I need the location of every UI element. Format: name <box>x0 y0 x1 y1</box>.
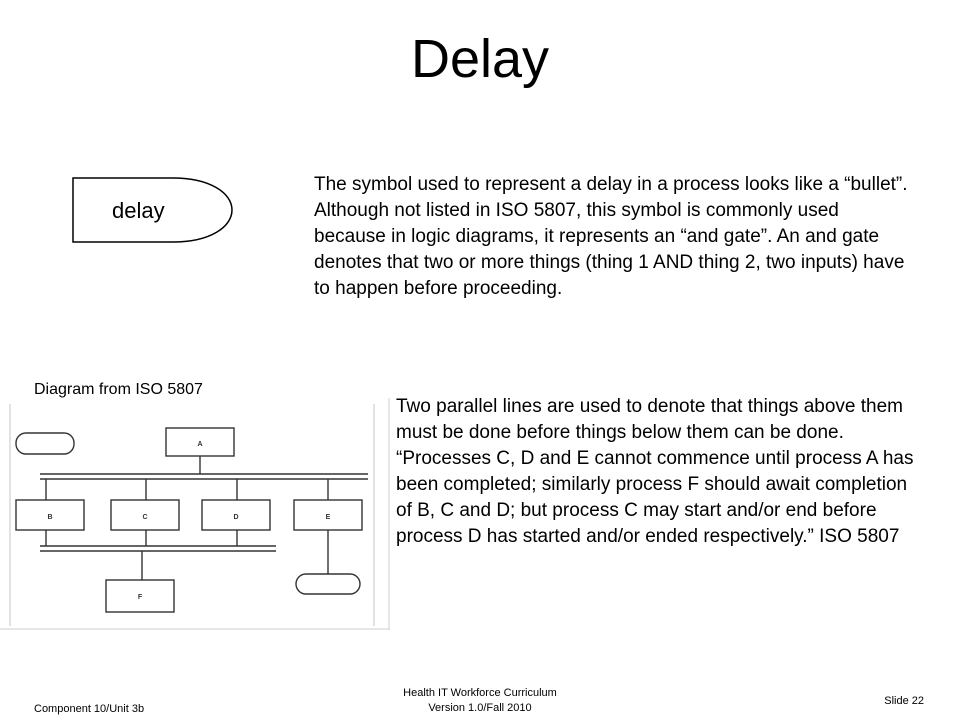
footer-curriculum-line-2: Version 1.0/Fall 2010 <box>428 702 532 714</box>
footer-curriculum-line-1: Health IT Workforce Curriculum <box>403 687 557 699</box>
slide-title: Delay <box>410 29 550 89</box>
footer-component: Component 10/Unit 3b <box>34 703 145 715</box>
process-d-box <box>201 499 271 531</box>
process-b-label: B <box>47 514 52 521</box>
delay-description-paragraph: The symbol used to represent a delay in … <box>314 174 908 299</box>
parallel-lines-description-paragraph: Two parallel lines are used to denote th… <box>396 396 914 547</box>
process-c-box <box>110 499 180 531</box>
process-a-label: A <box>197 441 202 448</box>
iso-5807-parallel-diagram: A B C D E F <box>0 398 390 630</box>
footer-curriculum: Health IT Workforce Curriculum Version 1… <box>330 686 630 716</box>
process-e-label: E <box>326 514 331 521</box>
terminal-end <box>295 573 361 595</box>
slide-number: Slide 22 <box>884 695 924 707</box>
process-c-label: C <box>142 514 147 521</box>
delay-symbol-label: delay <box>112 198 165 223</box>
process-f-label: F <box>138 594 143 601</box>
process-b-box <box>15 499 85 531</box>
diagram-caption: Diagram from ISO 5807 <box>34 381 203 398</box>
delay-bullet-symbol <box>72 177 233 243</box>
terminal-start <box>15 432 75 455</box>
process-f-box <box>105 579 175 613</box>
process-d-label: D <box>233 514 238 521</box>
